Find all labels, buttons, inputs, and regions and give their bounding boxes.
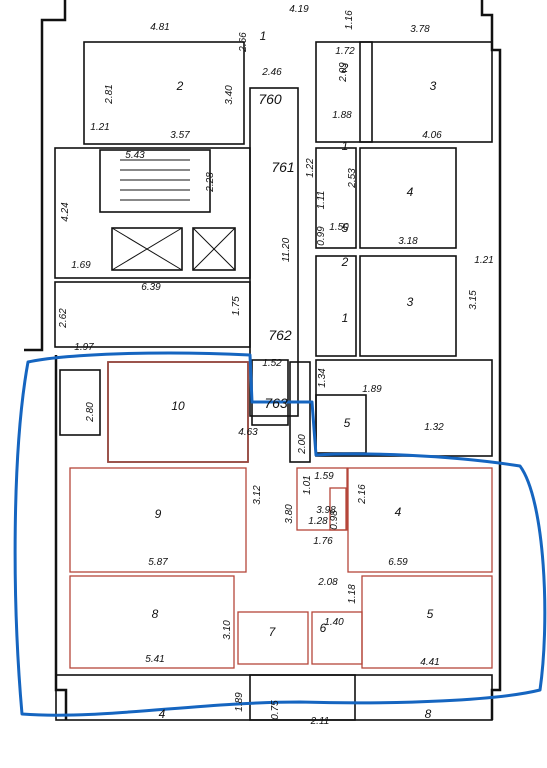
dimension-label: 0.98 (329, 510, 340, 530)
dimension-label: 1.75 (231, 296, 242, 316)
dimension-label: 11.20 (281, 237, 292, 262)
dimension-label: 2.53 (347, 168, 358, 189)
dimension-label: 4.63 (238, 427, 258, 438)
dimension-label: 2.11 (310, 716, 330, 727)
dimension-label: 5.87 (148, 557, 168, 568)
dimension-label: 1.11 (316, 191, 327, 210)
dimension-label: 1.40 (324, 617, 344, 628)
dimension-label: 1.52 (262, 358, 282, 369)
dimension-label: 3.78 (410, 24, 430, 35)
room-number-label: 2 (341, 255, 349, 269)
dimension-label: 1.28 (308, 516, 328, 527)
dimension-label: 1.01 (302, 475, 313, 494)
stairwell (111, 159, 236, 271)
labels-layer: 4.81 4.19 1.16 3.78 2.66 1.72 2.81 3.40 2.09 2.46… (58, 4, 494, 727)
dimension-label: 3.15 (468, 290, 479, 310)
dimension-label: 3.40 (224, 85, 235, 105)
dimension-label: 3.57 (170, 130, 190, 141)
dimension-label: 1.21 (90, 122, 109, 133)
room-number-label: 4 (395, 505, 402, 519)
dimension-label: 1.72 (335, 46, 355, 57)
dimension-label: 2.09 (338, 62, 349, 83)
room-number-label: 2 (341, 61, 349, 75)
dimension-label: 1.89 (234, 692, 245, 712)
dimension-label: 1.59 (314, 471, 334, 482)
dimension-label: 2.16 (357, 484, 368, 505)
dimension-label: 4.81 (150, 22, 169, 33)
room-number-label: 6 (320, 621, 327, 635)
room-number-label: 8 (425, 707, 432, 721)
dimension-label: 3.80 (284, 504, 295, 524)
dimension-label: 2.62 (58, 308, 69, 329)
dimension-label: 0.99 (316, 226, 327, 246)
dimension-label: 1.32 (424, 422, 444, 433)
dimension-label: 1.89 (362, 384, 382, 395)
dimension-label: 1.18 (347, 584, 358, 604)
dimension-label: 1.16 (344, 10, 355, 30)
highlight-boundary (13, 351, 547, 717)
section-number-label: 763 (264, 395, 288, 411)
dimension-label: 6.39 (141, 282, 161, 293)
room-number-label: 10 (171, 399, 185, 413)
dimension-label: 2.81 (104, 84, 115, 104)
dimension-label: 4.06 (422, 130, 442, 141)
dimension-label: 2.80 (85, 402, 96, 423)
dimension-label: 1.69 (71, 260, 91, 271)
dimension-label: 2.46 (261, 67, 282, 78)
room-number-label: 9 (155, 507, 162, 521)
room-number-label: 7 (269, 625, 277, 639)
section-number-label: 762 (268, 327, 292, 343)
dimension-label: 2.08 (317, 577, 338, 588)
dimension-label: 2.00 (297, 434, 308, 455)
room-number-label: 3 (407, 295, 414, 309)
dimension-label: 1.97 (74, 342, 94, 353)
dimension-label: 1.76 (313, 536, 333, 547)
room-number-label: 5 (342, 221, 349, 235)
room-number-label: 8 (152, 607, 159, 621)
dimension-label: 3.10 (222, 620, 233, 640)
dimension-label: 2.66 (238, 32, 249, 53)
room-number-label: 1 (342, 311, 349, 325)
room-number-label: 5 (427, 607, 434, 621)
dimension-label: 3.18 (398, 236, 418, 247)
dimension-label: 3.12 (252, 485, 263, 505)
dimension-label: 5.41 (145, 654, 164, 665)
room-number-label: 4 (407, 185, 414, 199)
dimension-label: 1.50 (329, 222, 349, 233)
room-number-label: 1 (260, 29, 267, 43)
dimension-label: 1.34 (317, 368, 328, 388)
dimension-label: 1.88 (332, 110, 352, 121)
room-number-label: 3 (430, 79, 437, 93)
dimension-label: 4.24 (60, 202, 71, 222)
room-number-label: 4 (159, 707, 166, 721)
room-number-label: 5 (344, 416, 351, 430)
room-number-label: 1 (342, 139, 349, 153)
dimension-label: 3.98 (316, 505, 336, 516)
dimension-label: 0.75 (270, 700, 281, 720)
dimension-label: 6.59 (388, 557, 408, 568)
section-number-label: 760 (258, 91, 282, 107)
dimension-label: 1.22 (305, 158, 316, 178)
dimension-label: 5.43 (125, 150, 145, 161)
dimension-label: 2.28 (205, 172, 216, 193)
apartment-outlines (69, 361, 493, 669)
dimension-label: 1.21 (474, 255, 493, 266)
section-number-label: 761 (271, 159, 294, 175)
room-number-label: 2 (176, 79, 184, 93)
outer-walls (24, 0, 502, 720)
dimension-label: 4.19 (289, 4, 309, 15)
dimension-label: 4.41 (420, 657, 439, 668)
